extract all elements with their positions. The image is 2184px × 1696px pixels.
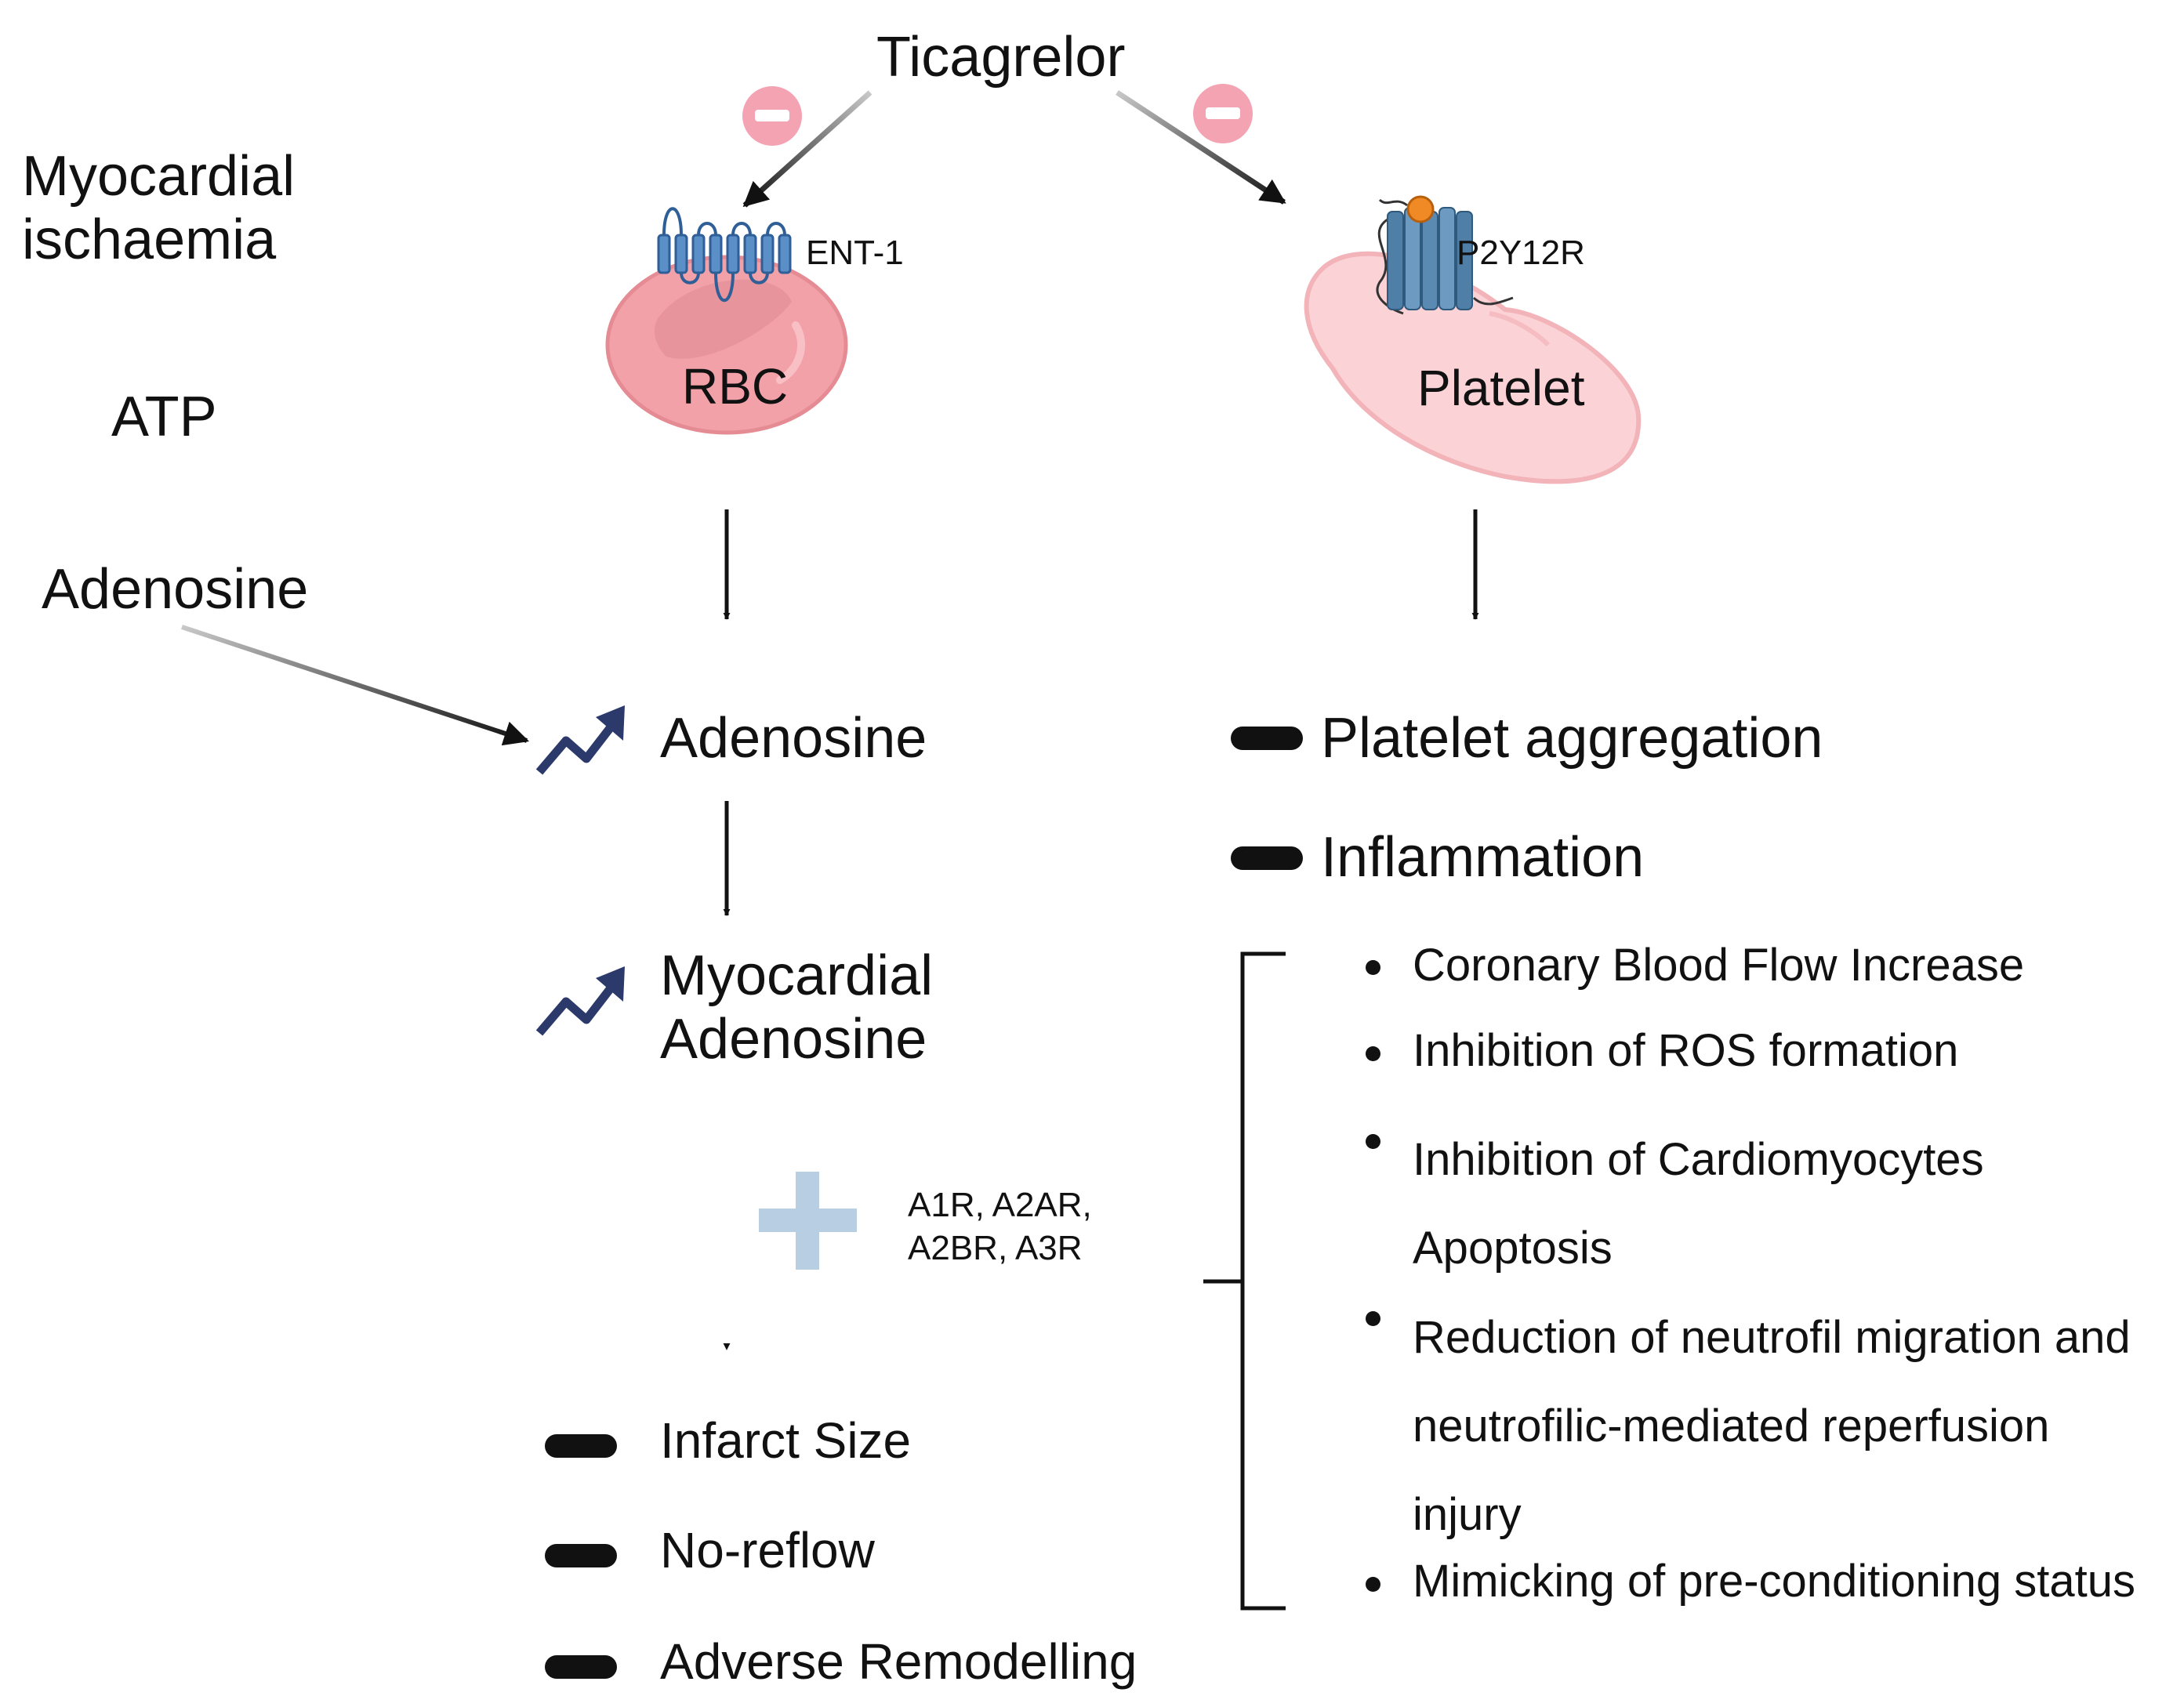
drug-name: Ticagrelor bbox=[876, 26, 1126, 89]
atp-label: ATP bbox=[111, 386, 217, 448]
outcome-infarct-size: Infarct Size bbox=[660, 1412, 912, 1469]
ent1-transporter-icon bbox=[657, 207, 792, 302]
benefit-item: Coronary Blood Flow Increase bbox=[1413, 940, 2025, 991]
benefits-bracket bbox=[1203, 951, 1286, 1611]
inhibit-arrow-to-ent1 bbox=[742, 90, 873, 208]
platelet-cell-icon bbox=[1304, 251, 1642, 484]
adenosine-increase-label: Adenosine bbox=[660, 707, 927, 770]
bullet-icon bbox=[1366, 1577, 1380, 1592]
decrease-icon bbox=[545, 1655, 617, 1679]
decrease-icon bbox=[545, 1434, 617, 1458]
inhibit-arrow-to-p2y12r bbox=[1116, 90, 1286, 205]
outcome-no-reflow: No-reflow bbox=[660, 1522, 875, 1578]
rbc-label: RBC bbox=[682, 358, 789, 415]
increase-trend-icon bbox=[535, 966, 625, 1036]
increase-trend-icon bbox=[535, 705, 625, 775]
benefit-item: Inhibition of ROS formation bbox=[1413, 1025, 1959, 1076]
inhibit-icon bbox=[742, 86, 802, 146]
decrease-icon bbox=[1231, 727, 1303, 750]
myocardial-adenosine-text: Myocardial Adenosine bbox=[660, 944, 934, 1071]
decrease-icon bbox=[545, 1544, 617, 1567]
myocardial-adenosine-label: Myocardial Adenosine bbox=[660, 944, 989, 1072]
bullet-icon bbox=[1366, 1046, 1380, 1061]
benefit-item-text: Inhibition of Cardiomyocytes Apoptosis bbox=[1413, 1134, 1984, 1274]
bullet-icon bbox=[1366, 1311, 1380, 1326]
bullet-icon bbox=[1366, 960, 1380, 975]
benefit-item-text: Reduction of neutrofil migration and neu… bbox=[1413, 1312, 2131, 1541]
platelet-label: Platelet bbox=[1417, 360, 1585, 416]
effect-platelet-aggregation: Platelet aggregation bbox=[1321, 707, 1823, 770]
adenosine-receptors-label: A1R, A2AR, A2BR, A3R bbox=[908, 1183, 1116, 1270]
benefit-item: Inhibition of Cardiomyocytes Apoptosis bbox=[1413, 1115, 2024, 1292]
adenosine-source-label: Adenosine bbox=[42, 558, 309, 621]
decrease-icon bbox=[1231, 846, 1303, 870]
benefit-item: Mimicking of pre-conditioning status bbox=[1413, 1556, 2135, 1607]
ent1-label: ENT-1 bbox=[806, 234, 904, 272]
effect-inflammation: Inflammation bbox=[1321, 826, 1645, 889]
p2y12r-receptor-icon bbox=[1376, 195, 1514, 315]
p2y12r-label: P2Y12R bbox=[1457, 234, 1585, 272]
outcome-adverse-remodelling: Adverse Remodelling bbox=[660, 1633, 1137, 1690]
plus-icon bbox=[759, 1172, 857, 1270]
bullet-icon bbox=[1366, 1134, 1380, 1149]
adenosine-receptors-text: A1R, A2AR, A2BR, A3R bbox=[908, 1186, 1092, 1267]
condition-label: Myocardial ischaemia bbox=[22, 145, 336, 273]
inhibit-icon bbox=[1193, 84, 1253, 143]
condition-label-text: Myocardial ischaemia bbox=[22, 145, 296, 272]
benefit-item: Reduction of neutrofil migration and neu… bbox=[1413, 1293, 2165, 1559]
arrow-adenosine-to-increase bbox=[181, 625, 530, 746]
